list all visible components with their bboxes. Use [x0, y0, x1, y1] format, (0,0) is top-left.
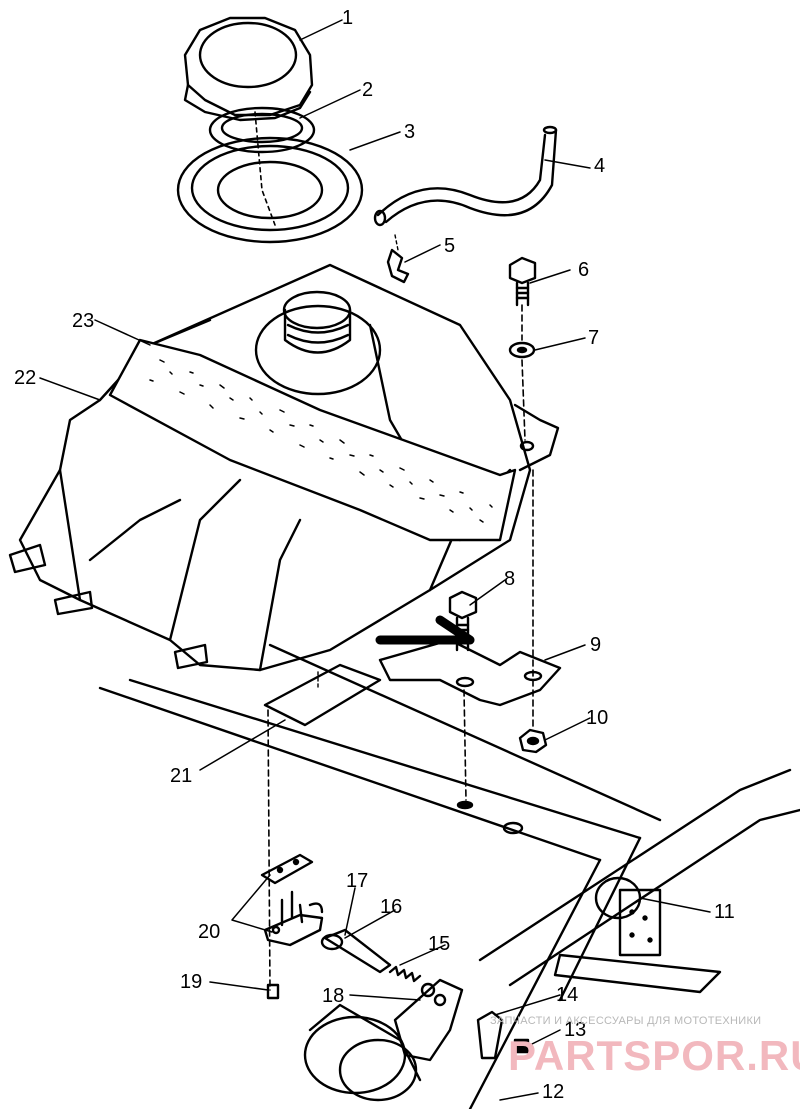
callout-9: 9 — [590, 634, 601, 656]
screw-13 — [513, 1038, 530, 1054]
callout-18: 18 — [322, 985, 344, 1007]
callout-7: 7 — [588, 327, 599, 349]
bolt-8 — [448, 590, 478, 652]
washer-7 — [508, 341, 536, 359]
leader-lines — [39, 19, 711, 1101]
callout-5: 5 — [444, 235, 455, 257]
fuel-valve-20 — [263, 890, 324, 947]
callout-4: 4 — [594, 155, 605, 177]
tube-12 — [303, 1003, 422, 1102]
callout-14: 14 — [556, 984, 578, 1006]
callout-13: 13 — [564, 1019, 586, 1041]
callout-15: 15 — [428, 933, 450, 955]
callout-8: 8 — [504, 568, 515, 590]
callout-19: 19 — [180, 971, 202, 993]
spring-15 — [388, 965, 422, 983]
watermark: ЗАПЧАСТИ И АКСЕССУАРЫ ДЛЯ МОТОТЕХНИКИ PA… — [490, 1015, 800, 1079]
callout-23: 23 — [72, 310, 94, 332]
callout-1: 1 — [342, 7, 353, 29]
callout-21: 21 — [170, 765, 192, 787]
vent-hose — [373, 125, 558, 227]
pad-21 — [263, 663, 382, 727]
callout-2: 2 — [362, 79, 373, 101]
callout-6: 6 — [578, 259, 589, 281]
foam-strip — [108, 338, 517, 542]
callout-3: 3 — [404, 121, 415, 143]
callout-labels: 1 2 3 4 5 6 7 8 9 10 11 12 13 14 15 16 1… — [14, 7, 735, 1103]
watermark-subtitle: ЗАПЧАСТИ И АКСЕССУАРЫ ДЛЯ МОТОТЕХНИКИ — [490, 1015, 761, 1027]
cap-14 — [476, 1010, 504, 1060]
bracket-9 — [375, 615, 562, 707]
callout-17: 17 — [346, 870, 368, 892]
bolt-6 — [508, 256, 537, 307]
callout-12: 12 — [542, 1081, 564, 1103]
cap-decal — [176, 136, 364, 244]
watermark-logo: PARTSPOR.RU — [508, 1032, 800, 1079]
callout-16: 16 — [380, 896, 402, 918]
callout-22: 22 — [14, 367, 36, 389]
callout-20: 20 — [198, 921, 220, 943]
fuel-cap — [183, 16, 314, 122]
screw-19 — [266, 983, 280, 1000]
valve-plate-20 — [260, 853, 314, 885]
callout-11: 11 — [714, 901, 735, 923]
nut-10 — [518, 728, 548, 754]
fuel-tank — [8, 263, 560, 672]
cap-gasket — [208, 106, 316, 154]
callout-10: 10 — [586, 707, 608, 729]
vent-fitting — [386, 234, 410, 284]
shaft-16 — [320, 928, 392, 974]
